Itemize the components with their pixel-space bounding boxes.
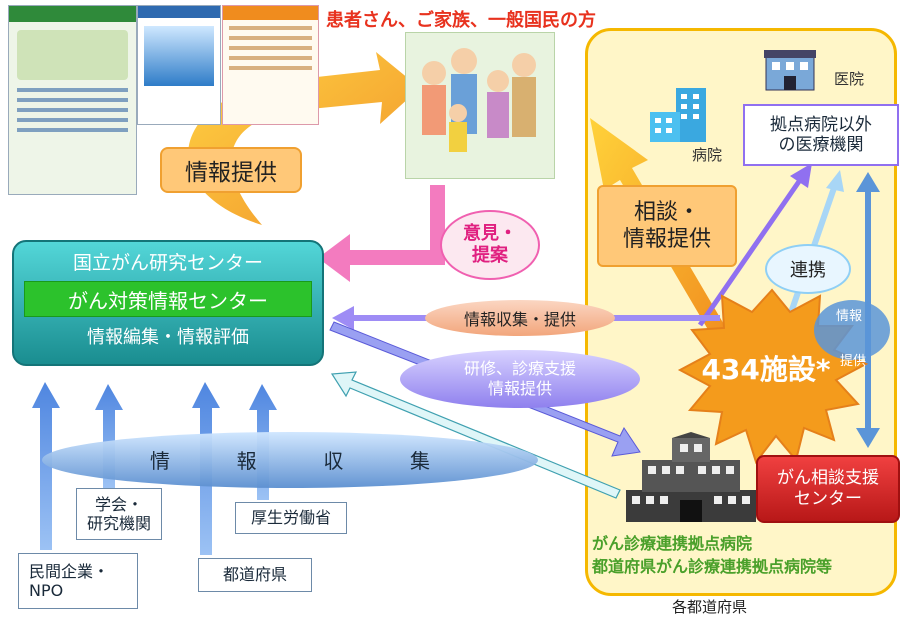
each-prefecture-label: 各都道府県 — [672, 598, 748, 616]
cooperation-label: 連携 — [765, 244, 851, 294]
brochure-thumbnail — [137, 5, 221, 125]
center-subtitle: 情報編集・情報評価 — [87, 327, 249, 348]
consult-label: 相談・ 情報提供 — [597, 185, 737, 267]
collection-label: 情 報 収 集 — [150, 448, 430, 473]
facilities-count: 434施設* — [701, 353, 831, 386]
base-hospital-building-icon — [622, 432, 760, 524]
center-name: がん対策情報センター — [24, 281, 312, 317]
other-institutions-box: 拠点病院以外 の医療機関 — [743, 104, 899, 166]
website-thumbnail — [8, 5, 137, 195]
purple-arrow-clinic — [697, 178, 803, 327]
cancer-center-block: 国立がん研究センター がん対策情報センター 情報編集・情報評価 — [12, 240, 324, 366]
prefecture-box: 都道府県 — [198, 558, 312, 592]
collect-provide-label: 情報収集・提供 — [425, 300, 615, 336]
ministry-box: 厚生労働省 — [235, 502, 347, 534]
collection-ellipse — [42, 432, 538, 488]
academic-box: 学会・ 研究機関 — [76, 488, 162, 540]
opinion-arrow — [318, 185, 445, 282]
consult-support-center: がん相談支援 センター — [756, 455, 900, 523]
family-illustration — [405, 32, 555, 179]
center-org-name: 国立がん研究センター — [72, 252, 263, 274]
opinion-label: 意見・ 提案 — [440, 210, 540, 280]
pamphlet-thumbnail — [222, 5, 319, 125]
prefectural-base-hospital-label: 都道府県がん診療連携拠点病院等 — [592, 557, 833, 576]
hospital-building-icon — [648, 86, 712, 142]
clinic-building-icon — [762, 46, 818, 92]
info-partial-label: 情報 — [836, 309, 863, 324]
info-provide-label: 情報提供 — [160, 147, 302, 193]
private-box: 民間企業・ NPO — [18, 553, 138, 609]
training-label: 研修、診療支援 情報提供 — [400, 350, 640, 408]
provide-partial-label: 提供 — [840, 354, 867, 369]
base-hospital-label: がん診療連携拠点病院 — [592, 534, 753, 553]
clinic-label: 医院 — [834, 70, 865, 88]
hospital-label: 病院 — [692, 146, 723, 164]
audience-title: 患者さん、ご家族、一般国民の方 — [326, 10, 596, 31]
